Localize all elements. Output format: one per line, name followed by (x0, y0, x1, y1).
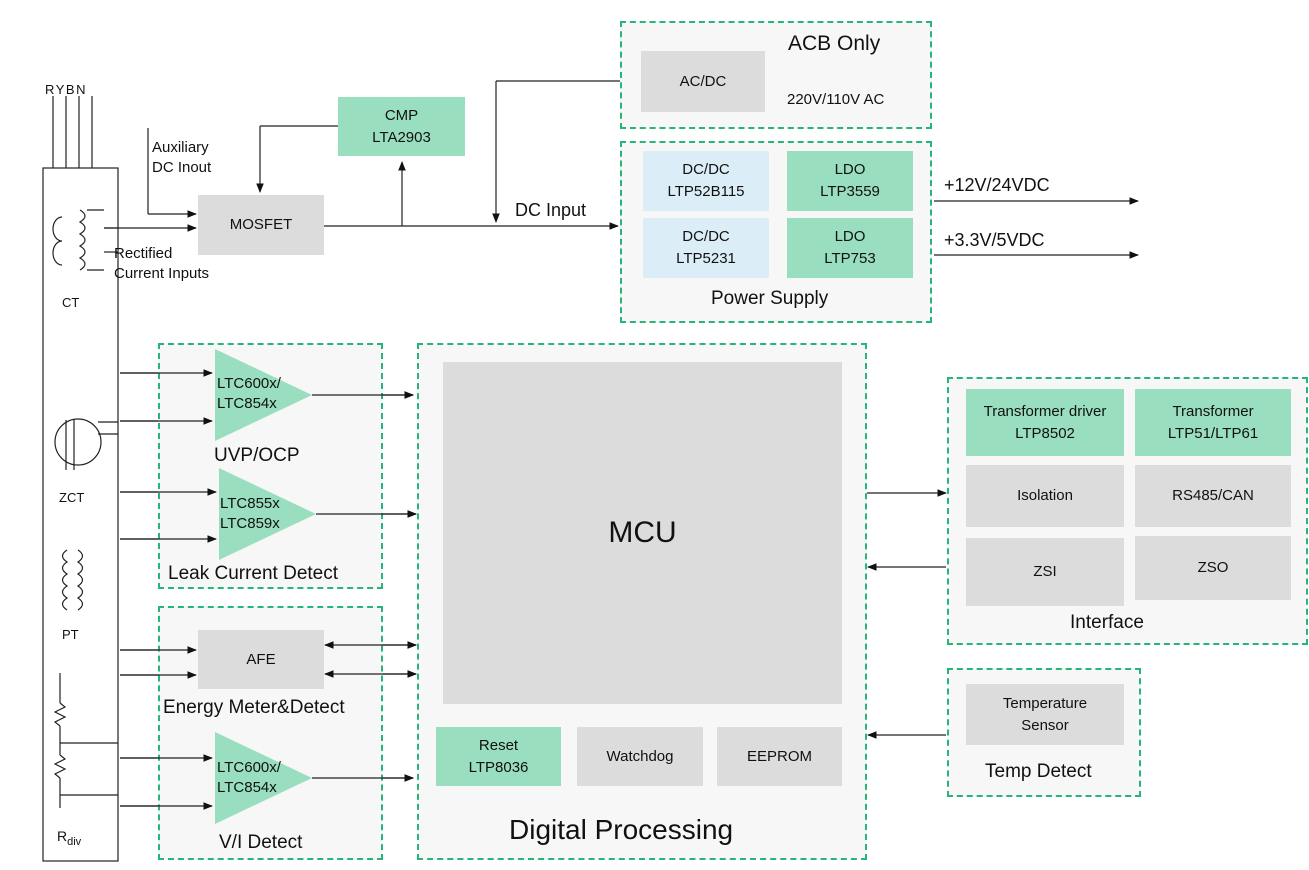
ldo2-block: LDO LTP753 (787, 218, 913, 278)
acb-only-title: ACB Only (788, 32, 881, 55)
rdiv-label: Rdiv (57, 826, 81, 852)
dcdc1-block: DC/DC LTP52B115 (643, 151, 769, 211)
phase-labels: R Y B N (45, 82, 85, 97)
mcu-block: MCU (443, 362, 842, 704)
leak-amp-label: LTC855x LTC859x (220, 495, 280, 532)
interface-title: Interface (1070, 612, 1144, 633)
ct-secondary-coil (78, 209, 86, 271)
leak-current-title: Leak Current Detect (168, 563, 339, 584)
rs485-can-block: RS485/CAN (1135, 465, 1291, 527)
dc-input-label: DC Input (515, 200, 587, 220)
digital-processing-title: Digital Processing (509, 814, 734, 845)
transformer-driver-block: Transformer driver LTP8502 (966, 389, 1124, 456)
acdc-block: AC/DC (641, 51, 765, 112)
ct-primary-coil (52, 216, 63, 266)
dcdc2-block: DC/DC LTP5231 (643, 218, 769, 278)
leak-amplifier (219, 468, 316, 560)
output-12v-label: +12V/24VDC (944, 175, 1050, 195)
isolation-block: Isolation (966, 465, 1124, 527)
resistor-1 (53, 702, 67, 727)
afe-block: AFE (198, 630, 324, 689)
auxiliary-dc-label: Auxiliary DC Inout (152, 139, 212, 176)
rectified-label: Rectified Current Inputs (114, 245, 210, 282)
temp-detect-title: Temp Detect (985, 761, 1092, 782)
vi-detect-title: V/I Detect (219, 832, 303, 853)
zsi-block: ZSI (966, 538, 1124, 606)
resistor-2 (53, 754, 67, 779)
zct-label: ZCT (59, 490, 85, 505)
vi-amp-label: LTC600x/ LTC854x (217, 759, 281, 796)
uvp-ocp-title: UVP/OCP (214, 445, 300, 466)
vi-amplifier (215, 732, 312, 824)
mosfet-block: MOSFET (198, 195, 324, 255)
pt-coil-left (61, 549, 69, 611)
ac-input-label: 220V/110V AC (787, 91, 885, 108)
reset-block: Reset LTP8036 (436, 727, 561, 786)
output-33v-label: +3.3V/5VDC (944, 230, 1045, 250)
ct-label: CT (62, 295, 80, 310)
temperature-sensor-block: Temperature Sensor (966, 684, 1124, 745)
sensor-column (42, 167, 119, 862)
zct-ring (54, 418, 102, 466)
watchdog-block: Watchdog (577, 727, 703, 786)
eeprom-block: EEPROM (717, 727, 842, 786)
energy-meter-title: Energy Meter&Detect (163, 697, 345, 718)
ldo1-block: LDO LTP3559 (787, 151, 913, 211)
pt-label: PT (62, 627, 79, 642)
cmp-block: CMP LTA2903 (338, 97, 465, 156)
uvp-amplifier (215, 349, 312, 441)
rdiv-sub: div (67, 835, 82, 848)
pt-coil-right (76, 549, 84, 611)
rdiv-main: R (57, 828, 68, 844)
transformer-block: Transformer LTP51/LTP61 (1135, 389, 1291, 456)
power-supply-title: Power Supply (711, 288, 829, 309)
uvp-amp-label: LTC600x/ LTC854x (217, 375, 281, 412)
zso-block: ZSO (1135, 536, 1291, 600)
